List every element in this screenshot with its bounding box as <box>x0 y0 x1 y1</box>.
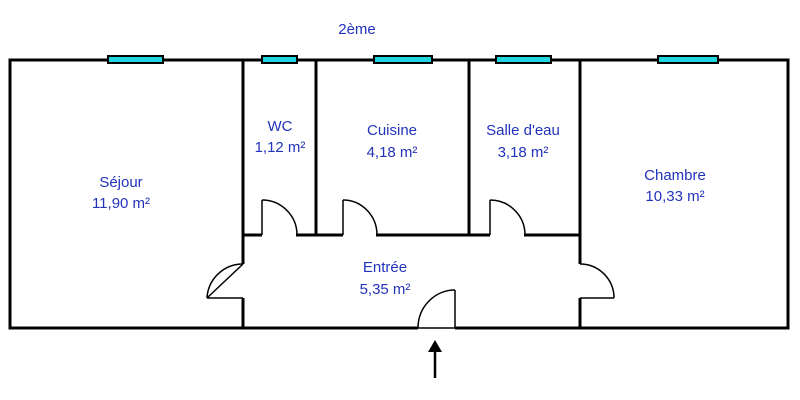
room-name: WC <box>268 118 293 135</box>
doors <box>206 199 615 331</box>
room-entree: Entrée 5,35 m² <box>360 259 411 298</box>
door-swing-icon[interactable] <box>489 199 526 238</box>
room-sejour: Séjour 11,90 m² <box>92 174 150 212</box>
room-area: 11,90 m² <box>92 195 150 212</box>
floor-label: 2ème <box>338 21 376 38</box>
room-name: Chambre <box>644 167 706 184</box>
window-icon <box>261 55 298 64</box>
room-area: 5,35 m² <box>360 281 411 298</box>
room-cuisine: Cuisine 4,18 m² <box>367 122 418 161</box>
room-name: Entrée <box>363 259 407 276</box>
room-area: 4,18 m² <box>367 144 418 161</box>
door-swing-icon[interactable] <box>261 199 298 238</box>
door-swing-icon[interactable] <box>342 199 378 238</box>
window-icon <box>107 55 164 64</box>
room-salle-deau: Salle d'eau 3,18 m² <box>486 122 560 161</box>
room-area: 1,12 m² <box>255 139 306 156</box>
window-icon <box>657 55 719 64</box>
door-swing-icon[interactable] <box>206 263 246 299</box>
room-wc: WC 1,12 m² <box>255 118 306 156</box>
window-icon <box>495 55 552 64</box>
up-arrow-icon <box>428 340 442 378</box>
room-name: Cuisine <box>367 122 417 139</box>
window-icon <box>373 55 433 64</box>
room-chambre: Chambre 10,33 m² <box>644 167 706 205</box>
room-name: Séjour <box>99 174 142 191</box>
windows <box>107 55 719 64</box>
room-area: 3,18 m² <box>498 144 549 161</box>
door-swing-icon[interactable] <box>577 263 615 299</box>
entrance-door[interactable] <box>417 289 456 331</box>
room-area: 10,33 m² <box>645 188 704 205</box>
room-name: Salle d'eau <box>486 122 560 139</box>
